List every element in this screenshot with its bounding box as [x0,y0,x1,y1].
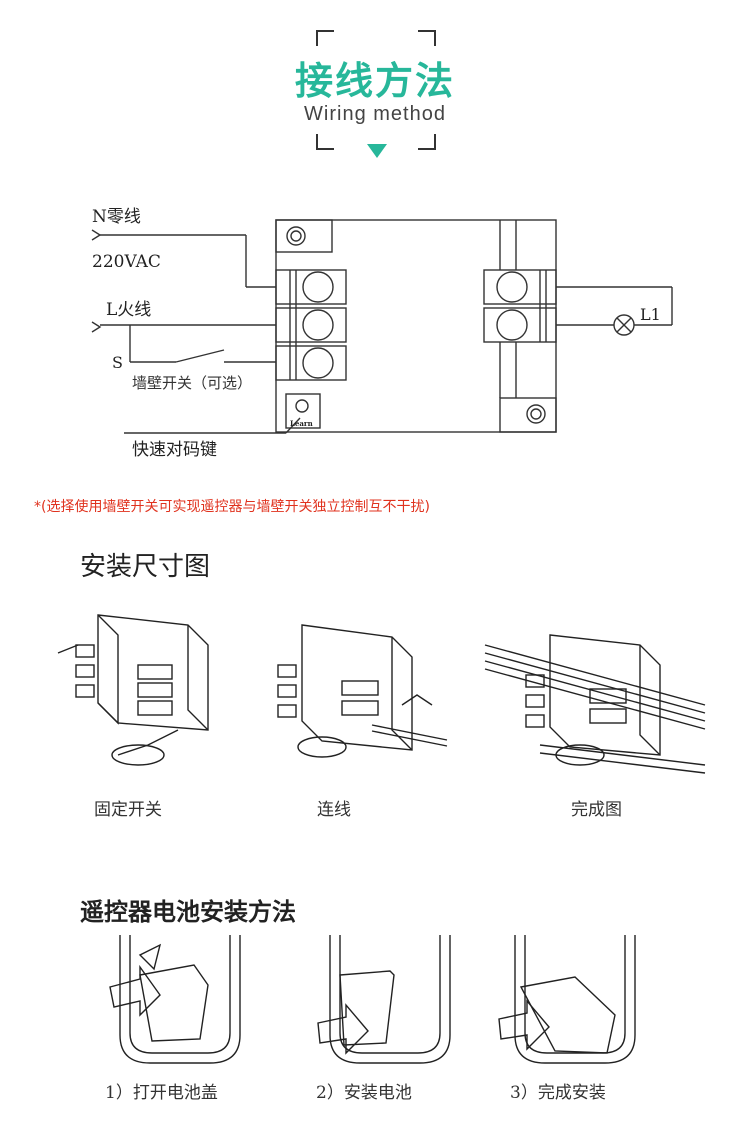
battery-step-1-label: 1）打开电池盖 [105,1083,218,1103]
live-label: L火线 [106,300,151,320]
battery-section-title: 遥控器电池安装方法 [80,898,296,926]
install-step-3-drawing [484,634,706,774]
battery-step-2-drawing [317,935,451,1064]
page-subtitle: Wiring method [304,103,446,125]
install-step-2-label: 连线 [317,800,351,820]
bracket-bottom-right [418,134,436,150]
install-step-3-label: 完成图 [571,800,622,820]
quick-pair-label: 快速对码键 [132,440,217,460]
bracket-bottom-left [316,134,334,150]
switch-label: S [112,353,123,372]
learn-label: Learn [290,419,313,428]
battery-step-3-drawing [498,935,636,1064]
install-step-2-drawing [277,624,448,758]
install-section-title: 安装尺寸图 [80,552,211,582]
battery-step-3-label: 3）完成安装 [510,1083,606,1103]
wall-switch-note: *(选择使用墙壁开关可实现遥控器与墙壁开关独立控制互不干扰) [34,499,430,515]
install-step-1-label: 固定开关 [94,800,162,820]
battery-step-1-drawing [109,935,241,1064]
wall-switch-label: 墙壁开关（可选） [132,374,252,392]
page-title: 接线方法 [294,59,455,103]
neutral-label: N零线 [92,207,141,227]
bracket-top-left [316,30,334,46]
down-triangle-icon [367,144,387,158]
lamp-label: L1 [640,305,661,324]
battery-step-2-label: 2）安装电池 [316,1083,412,1103]
wiring-diagram: N零线 220VAC L火线 S 墙壁开关（可选） Learn 快速对码键 L1 [91,207,673,460]
install-step-1-drawing [57,614,209,766]
voltage-label: 220VAC [92,252,161,272]
bracket-top-right [418,30,436,46]
